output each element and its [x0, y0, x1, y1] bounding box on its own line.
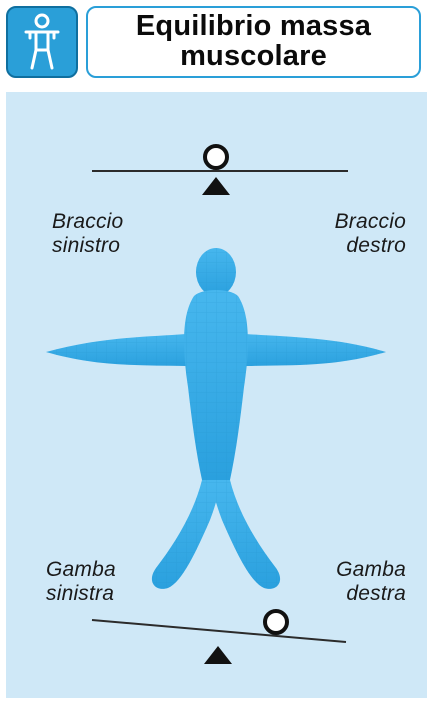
right-leg-line-1: Gamba: [310, 558, 406, 582]
header: Equilibrio massa muscolare: [0, 0, 427, 92]
title-line-2: muscolare: [180, 42, 327, 72]
title-line-1: Equilibrio massa: [136, 12, 371, 42]
muscle-body-figure: [6, 222, 427, 602]
label-right-arm: Braccio destro: [310, 210, 406, 257]
left-arm-line-1: Braccio: [52, 210, 123, 234]
right-arm-line-2: destro: [310, 234, 406, 258]
right-arm-line-1: Braccio: [310, 210, 406, 234]
page-title: Equilibrio massa muscolare: [86, 6, 421, 78]
left-leg-line-1: Gamba: [46, 558, 116, 582]
bottom-balance: [6, 590, 427, 706]
main-panel: Braccio sinistro Braccio destro Gamba si…: [6, 92, 427, 698]
left-arm-line-2: sinistro: [52, 234, 123, 258]
human-figure-icon: [6, 6, 78, 78]
label-left-arm: Braccio sinistro: [52, 210, 123, 257]
